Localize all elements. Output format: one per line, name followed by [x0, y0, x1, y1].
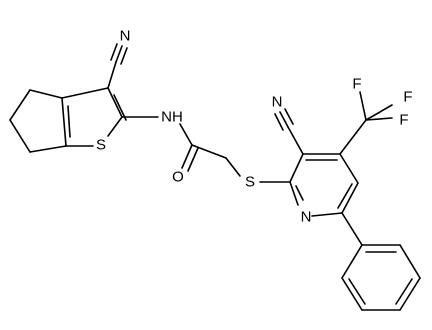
atom-label-pyridine-nitrogen: N — [301, 209, 312, 226]
atom-label-carbonyl-oxygen: O — [172, 169, 184, 186]
atom-labels: N S NH O S N N F F F — [96, 28, 413, 226]
atom-label-thiophene-sulfur: S — [96, 137, 106, 154]
bond-lines — [9, 43, 421, 311]
atom-label-nitrile-n-thiophene: N — [120, 28, 131, 45]
atom-label-fluorine-upper-right: F — [403, 89, 412, 106]
atom-label-amide-nh: NH — [161, 109, 183, 126]
atom-label-fluorine-top: F — [352, 76, 361, 93]
atom-label-nitrile-n-pyridine: N — [272, 94, 283, 111]
atom-label-fluorine-lower-right: F — [399, 112, 408, 129]
atom-label-thioether-sulfur: S — [245, 174, 255, 191]
